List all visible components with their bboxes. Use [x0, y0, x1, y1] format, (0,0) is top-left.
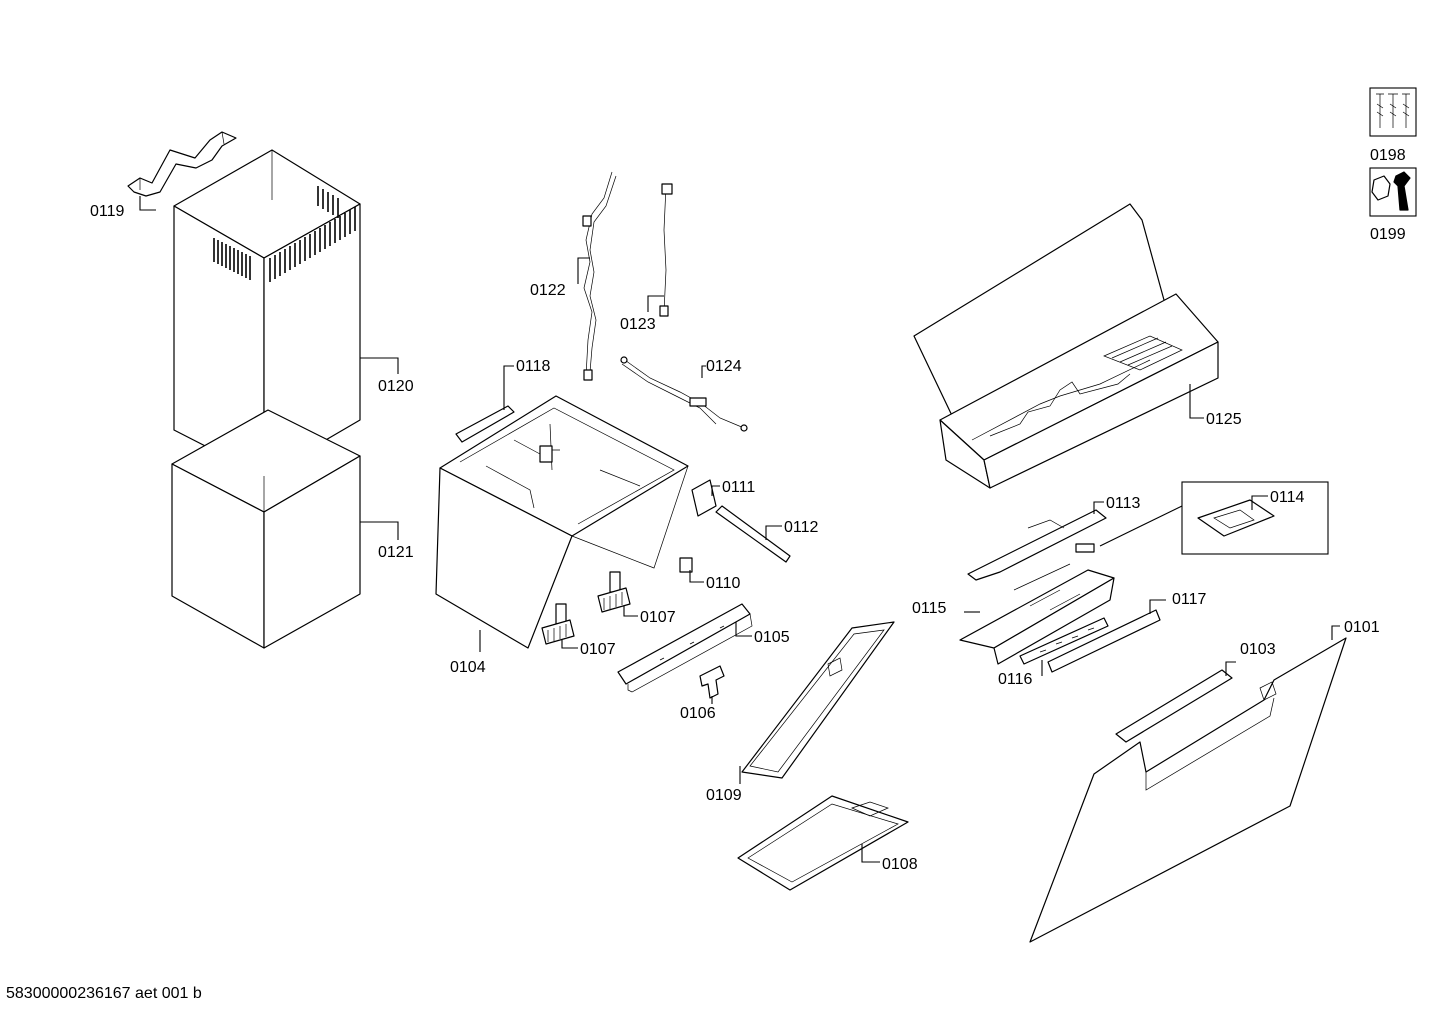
part-0123-cable — [659, 183, 673, 317]
foam-dots — [1111, 337, 1173, 366]
part-0111-bracket — [691, 479, 717, 517]
part-0124-cable — [620, 356, 748, 432]
label-0124: 0124 — [706, 358, 742, 375]
leader-0117 — [1149, 599, 1166, 614]
leader-0114-detail — [1099, 505, 1183, 547]
part-0117-fascia — [1047, 609, 1161, 673]
label-0113: 0113 — [1106, 495, 1141, 512]
label-0121: 0121 — [378, 544, 414, 561]
leader-0125 — [1189, 384, 1204, 419]
part-0122-cable-harness — [582, 171, 617, 381]
leader-0111 — [711, 485, 720, 496]
label-0108: 0108 — [882, 856, 918, 873]
label-0123: 0123 — [620, 316, 656, 333]
label-0103: 0103 — [1240, 641, 1276, 658]
part-0104-housing — [435, 395, 689, 649]
label-0119: 0119 — [90, 203, 125, 220]
detail-box-0114 — [1181, 481, 1329, 555]
part-0120-upper-chimney — [173, 149, 361, 477]
part-0115-electronics-housing — [959, 563, 1115, 665]
part-0114-control-board — [1197, 499, 1275, 537]
vent-slots-side — [269, 207, 356, 282]
label-0112: 0112 — [784, 519, 819, 536]
label-0125: 0125 — [1206, 411, 1242, 428]
label-0114: 0114 — [1270, 489, 1305, 506]
label-0120: 0120 — [378, 378, 414, 395]
leader-0119 — [139, 196, 156, 211]
part-0110-clip — [679, 557, 693, 573]
leader-0103 — [1225, 661, 1236, 676]
label-0106: 0106 — [680, 705, 716, 722]
label-0107b: 0107 — [580, 641, 616, 658]
part-0107-foot-lower — [541, 603, 575, 645]
leader-0113 — [1093, 501, 1104, 514]
part-0125-packaging-box — [913, 203, 1219, 489]
part-0103-trim — [1115, 669, 1233, 743]
vent-slots-front — [213, 238, 251, 280]
part-0119-bracket — [127, 131, 237, 197]
part-0121-lower-chimney — [171, 409, 361, 649]
label-0107a: 0107 — [640, 609, 676, 626]
wrench-nut-icon — [1369, 167, 1417, 217]
leader-0101 — [1331, 625, 1340, 640]
label-0122: 0122 — [530, 282, 566, 299]
leader-0114 — [1251, 495, 1268, 510]
label-0110: 0110 — [706, 575, 741, 592]
leader-0118 — [503, 365, 514, 410]
label-0101: 0101 — [1344, 619, 1380, 636]
leader-0107a — [623, 606, 638, 617]
label-0105: 0105 — [754, 629, 790, 646]
label-0118: 0118 — [516, 358, 551, 375]
drawing-code: 58300000236167 aet 001 b — [6, 985, 202, 1002]
part-0109-grease-filter — [741, 621, 895, 779]
leader-0124 — [701, 365, 706, 378]
leader-0120 — [360, 357, 399, 374]
part-0106-clip — [699, 665, 725, 699]
leader-0108 — [861, 844, 880, 863]
leader-0121 — [360, 521, 399, 540]
label-0199: 0199 — [1370, 226, 1406, 243]
part-0107-foot-upper — [597, 571, 631, 613]
label-0116: 0116 — [998, 671, 1033, 688]
part-0108-carbon-filter — [737, 795, 909, 891]
vent-slots-rear — [317, 186, 339, 218]
part-0113-cover — [967, 509, 1107, 581]
label-0111: 0111 — [722, 479, 755, 496]
part-0116-button-strip — [1019, 617, 1109, 665]
leader-0110 — [689, 570, 704, 583]
leader-0122 — [577, 257, 590, 284]
part-0101-glass-panel — [1029, 637, 1347, 943]
label-0104: 0104 — [450, 659, 486, 676]
leader-0123 — [647, 295, 664, 312]
screws-icon — [1369, 87, 1417, 137]
leader-0105 — [735, 622, 752, 637]
label-0115: 0115 — [912, 600, 947, 617]
leader-0107b — [561, 640, 578, 649]
label-0198: 0198 — [1370, 147, 1406, 164]
leader-0112 — [765, 525, 782, 540]
part-0105-rail — [617, 603, 753, 693]
label-0117: 0117 — [1172, 591, 1207, 608]
label-0109: 0109 — [706, 787, 742, 804]
part-0112-pin — [715, 505, 791, 563]
part-0118-strip — [455, 405, 515, 443]
